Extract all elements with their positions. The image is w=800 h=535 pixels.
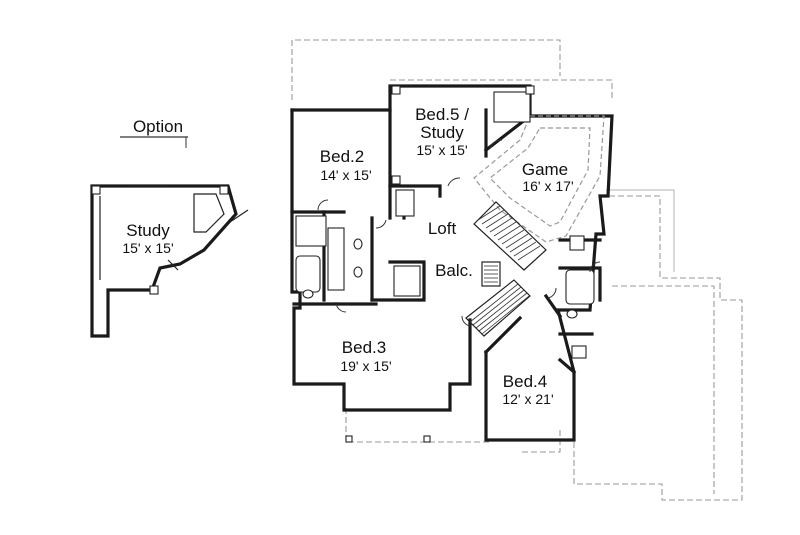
bed4-name: Bed.4	[503, 372, 547, 391]
bathtub	[295, 255, 321, 293]
closet	[395, 189, 415, 217]
exterior-wall-upper	[290, 84, 614, 442]
bed5-size: 15' x 15'	[416, 142, 467, 158]
sink	[353, 266, 363, 278]
stairs	[465, 201, 547, 337]
sink	[569, 235, 585, 251]
bathtub	[565, 269, 595, 305]
game-ceiling-inner	[489, 127, 591, 227]
game-ceiling	[473, 115, 605, 243]
interior-walls	[290, 108, 602, 375]
column-marker	[345, 435, 353, 443]
closet	[393, 265, 421, 297]
door-swings	[317, 139, 601, 327]
toilet	[302, 289, 314, 299]
sink	[571, 345, 587, 359]
closet	[493, 91, 531, 123]
vanity	[327, 227, 345, 291]
closet	[295, 215, 327, 247]
wall-bath-mid2	[558, 266, 602, 302]
column-marker	[91, 185, 101, 195]
column-marker	[525, 85, 535, 95]
roof-line-top-inner	[390, 79, 613, 100]
roof-line-right	[573, 195, 743, 501]
column-marker	[391, 85, 401, 95]
stair-upper	[473, 201, 547, 271]
option-inset	[90, 136, 249, 338]
bed5-name: Bed.5 /	[415, 105, 469, 124]
roof-line-top	[291, 39, 561, 100]
loft-name: Loft	[428, 219, 457, 238]
fixtures	[295, 85, 595, 359]
option-label: Option	[133, 117, 183, 136]
study-option-size: 15' x 15'	[122, 240, 173, 256]
game-ceiling-outer	[473, 115, 605, 243]
roof-line-right-inner	[606, 189, 675, 272]
study-option-walls	[90, 184, 238, 338]
stair-lower	[465, 279, 531, 337]
balc-name: Balc.	[435, 261, 473, 280]
door-swing	[447, 177, 461, 187]
column-marker	[219, 185, 229, 195]
wall-bed5-bottom	[388, 184, 442, 198]
roof-outlines	[291, 39, 743, 501]
door-swing	[589, 261, 601, 273]
bed2-name: Bed.2	[320, 147, 364, 166]
bed3-size: 19' x 15'	[340, 358, 391, 374]
door-swing	[335, 301, 347, 313]
roof-line-bottom	[345, 408, 490, 443]
closet-outline	[193, 193, 225, 233]
roof-line-right-inner2	[612, 285, 715, 494]
roof-line-bottom-right	[520, 430, 561, 453]
sink	[353, 238, 363, 250]
column-marker	[423, 435, 431, 443]
door-swing	[489, 139, 503, 149]
toilet	[566, 309, 578, 319]
wall-bed4-top	[543, 293, 563, 319]
study-option-name: Study	[126, 221, 170, 240]
door-swing	[461, 315, 471, 327]
game-name: Game	[522, 160, 568, 179]
bed4-size: 12' x 21'	[502, 391, 553, 407]
bed3-name: Bed.3	[342, 338, 386, 357]
door-swing	[229, 209, 249, 223]
column-marker	[391, 175, 401, 185]
door-swing	[547, 287, 557, 299]
door-swing	[317, 199, 329, 211]
game-size: 16' x 17'	[522, 178, 573, 194]
column-marker	[149, 285, 159, 295]
door-swing	[167, 259, 179, 271]
wall-loft-closet	[370, 260, 426, 302]
stair-landing	[481, 261, 501, 287]
door-swing	[375, 219, 387, 229]
wall-bed4-stair	[483, 315, 523, 355]
bed2-size: 14' x 15'	[320, 167, 371, 183]
wall-bath-corner	[557, 357, 577, 375]
bed5-name-study: Study	[420, 123, 464, 142]
